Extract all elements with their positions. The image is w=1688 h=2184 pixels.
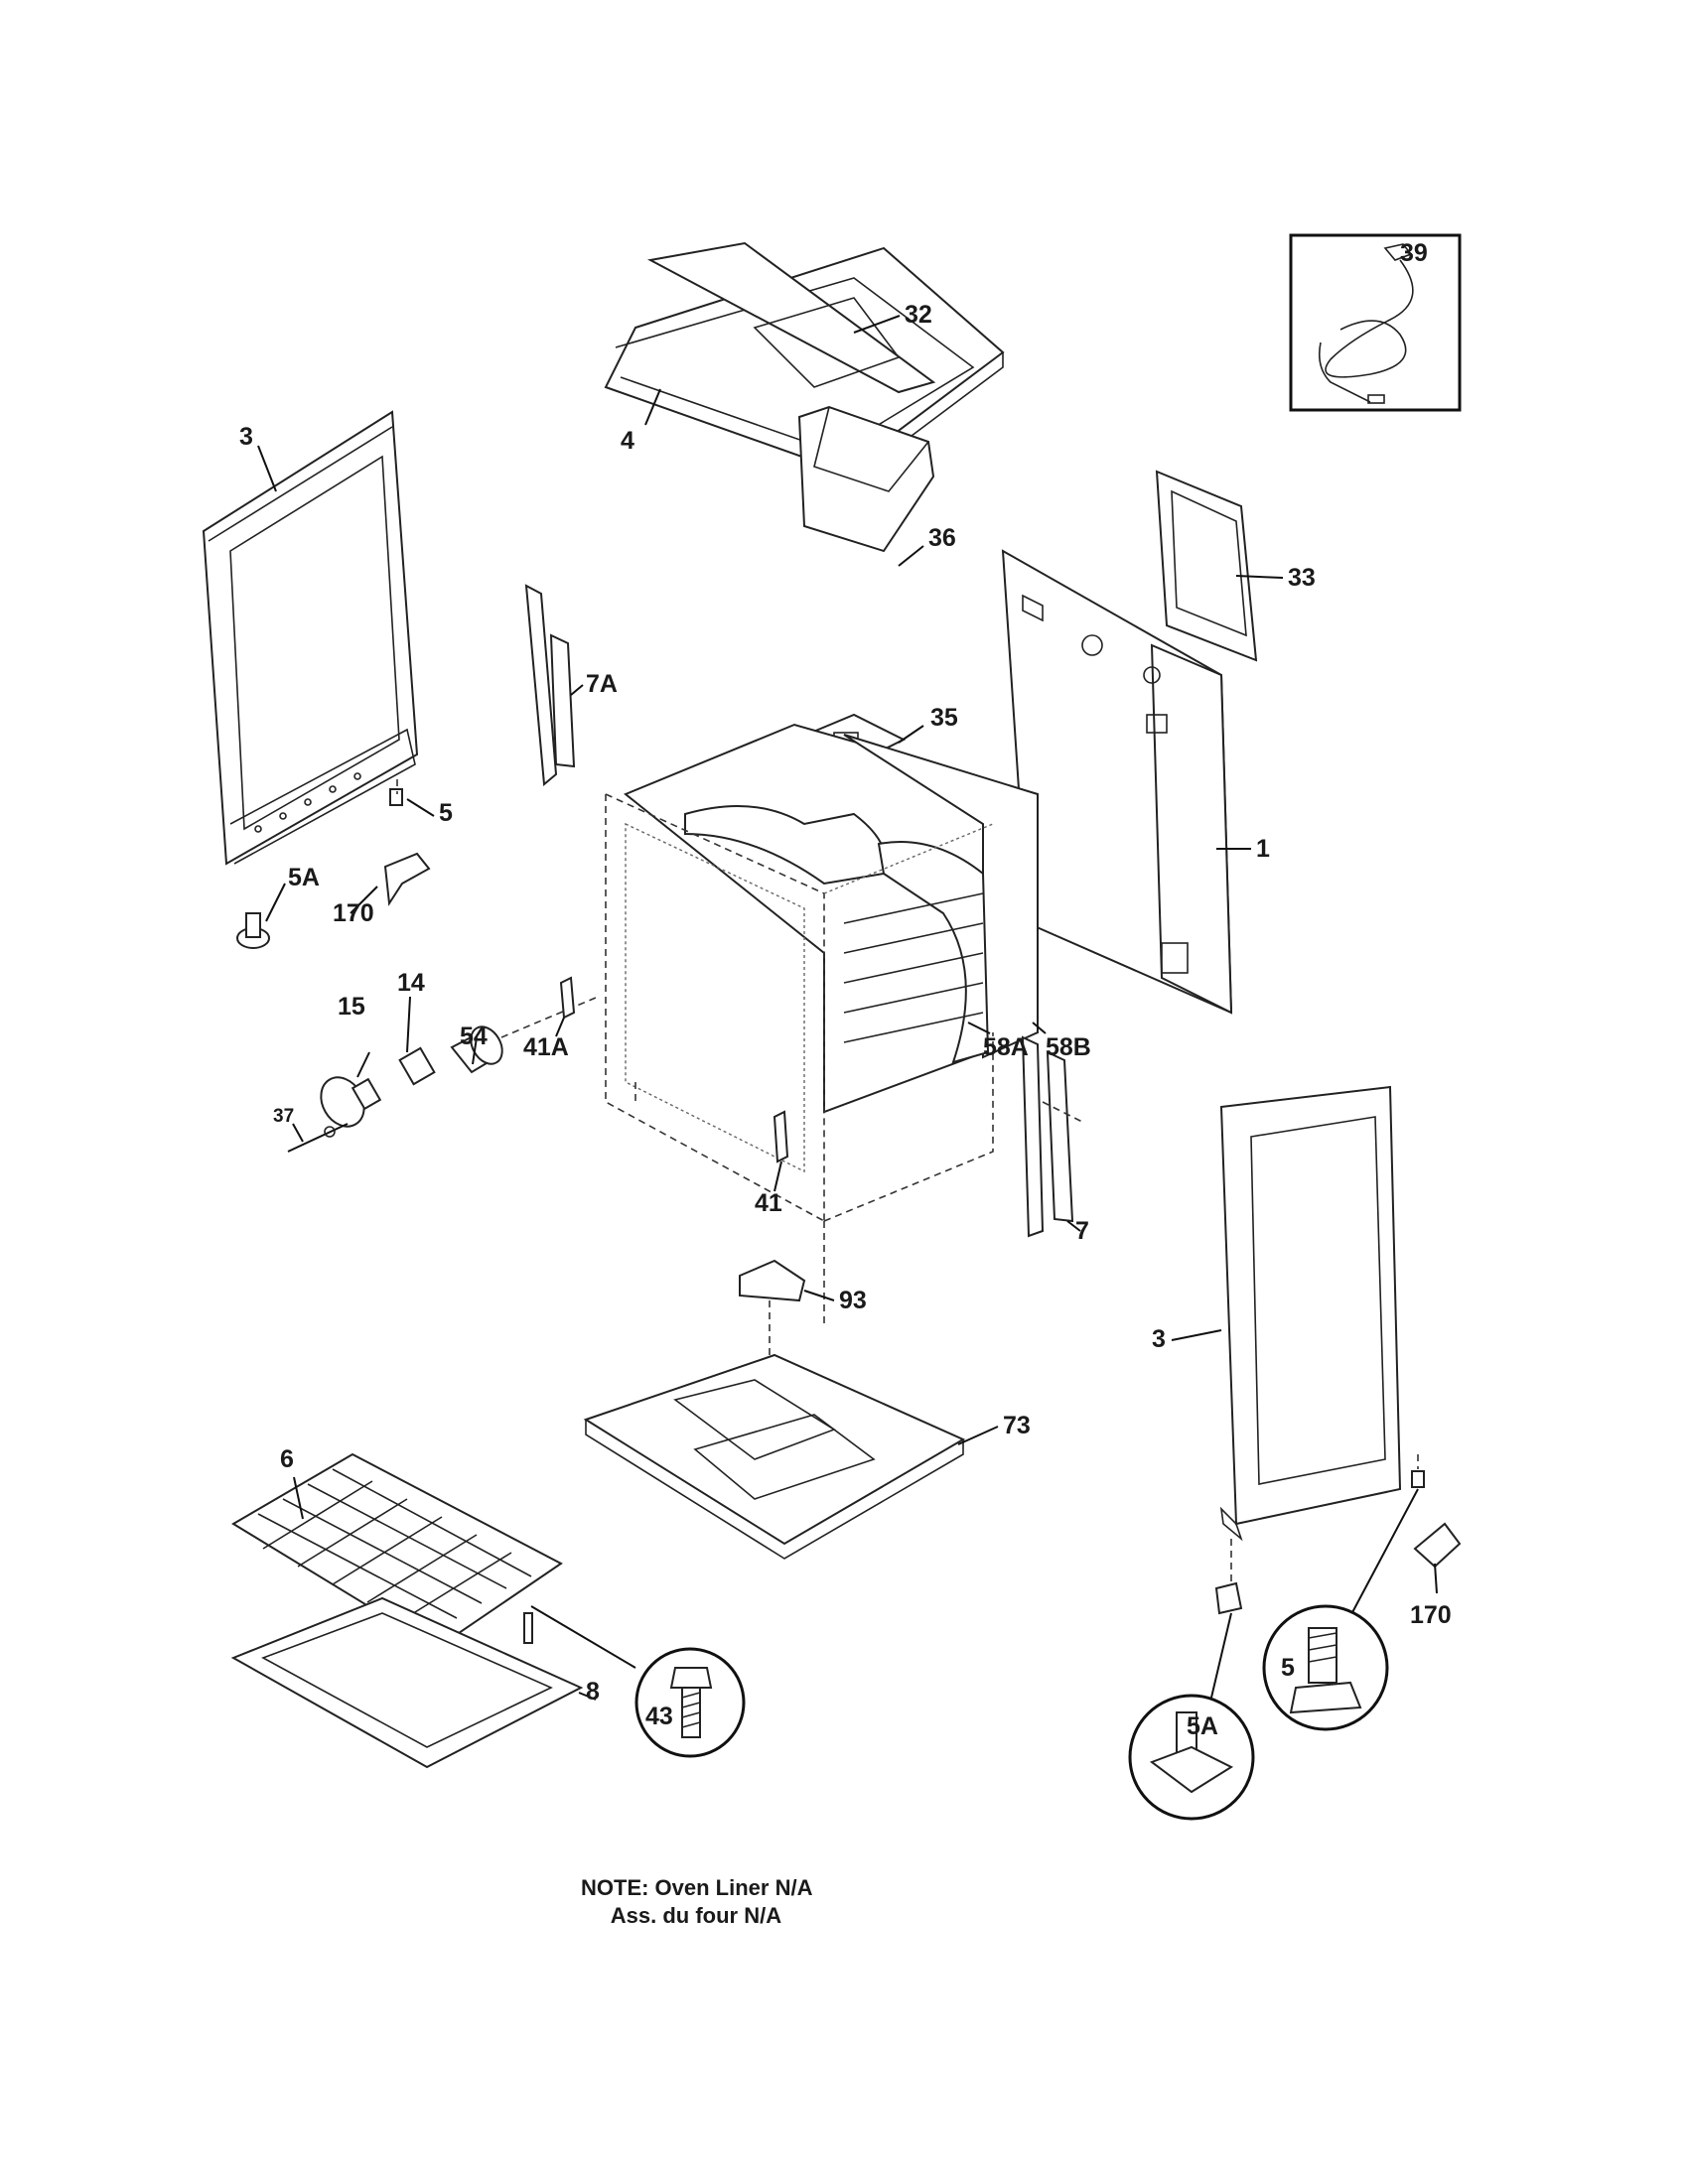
callout-170-left: 170 bbox=[333, 899, 374, 927]
callout-15: 15 bbox=[338, 993, 365, 1021]
callout-labels: 39 32 4 3 36 33 7A 35 5 5A 1 170 14 15 5… bbox=[239, 239, 1452, 1740]
callout-36: 36 bbox=[928, 524, 956, 552]
oven-light-assembly bbox=[320, 997, 597, 1128]
oven-vent bbox=[791, 405, 935, 766]
callout-14: 14 bbox=[397, 969, 425, 997]
callout-3-left: 3 bbox=[239, 423, 253, 451]
power-cord-inset bbox=[1289, 233, 1462, 412]
screw-detail bbox=[634, 1647, 746, 1758]
callout-32: 32 bbox=[905, 301, 932, 329]
oven-bottom bbox=[583, 1259, 966, 1560]
callout-41A: 41A bbox=[523, 1033, 569, 1061]
left-side-panel bbox=[202, 410, 419, 866]
callout-33: 33 bbox=[1288, 564, 1316, 592]
callout-54: 54 bbox=[460, 1023, 488, 1050]
callout-35: 35 bbox=[930, 704, 958, 732]
rear-panel bbox=[1001, 549, 1233, 1015]
callout-93: 93 bbox=[839, 1287, 867, 1314]
oven-cavity bbox=[605, 723, 1039, 1325]
callout-58A: 58A bbox=[983, 1033, 1029, 1061]
leader-lines bbox=[257, 315, 1438, 1701]
callout-41: 41 bbox=[755, 1189, 782, 1217]
sensor-probe bbox=[287, 1123, 349, 1153]
rack-slide-left bbox=[524, 584, 576, 786]
clip-41A bbox=[559, 976, 576, 1020]
left-leg-assembly bbox=[236, 779, 431, 949]
callout-58B: 58B bbox=[1046, 1033, 1091, 1061]
note-line-french: Ass. du four N/A bbox=[581, 1903, 782, 1928]
callout-6: 6 bbox=[280, 1445, 294, 1473]
clip-41 bbox=[773, 1110, 789, 1163]
right-side-panel bbox=[1219, 1085, 1402, 1542]
callout-1: 1 bbox=[1256, 835, 1270, 863]
back-cover bbox=[1155, 470, 1258, 662]
note-line-english: NOTE: Oven Liner N/A bbox=[581, 1875, 813, 1900]
callout-3-right: 3 bbox=[1152, 1325, 1166, 1353]
callout-5-right: 5 bbox=[1281, 1654, 1295, 1682]
top-cover-assembly bbox=[604, 241, 1005, 488]
callout-5A-right: 5A bbox=[1187, 1712, 1218, 1740]
callout-37: 37 bbox=[273, 1106, 294, 1127]
right-leg-assembly bbox=[1128, 1454, 1462, 1821]
callout-5-left: 5 bbox=[439, 799, 453, 827]
callout-8: 8 bbox=[586, 1678, 600, 1706]
diagram-note: NOTE: Oven Liner N/A Ass. du four N/A bbox=[581, 1874, 812, 1930]
callout-7: 7 bbox=[1075, 1217, 1089, 1245]
broiler-pan bbox=[230, 1596, 636, 1769]
rack-slide-right bbox=[1021, 1035, 1083, 1238]
callout-39: 39 bbox=[1400, 239, 1428, 267]
callout-7A: 7A bbox=[586, 670, 618, 698]
callout-43: 43 bbox=[645, 1703, 673, 1730]
callout-170-right: 170 bbox=[1410, 1601, 1452, 1629]
callout-4: 4 bbox=[621, 427, 634, 455]
callout-5A-left: 5A bbox=[288, 864, 320, 891]
callout-73: 73 bbox=[1003, 1412, 1031, 1439]
